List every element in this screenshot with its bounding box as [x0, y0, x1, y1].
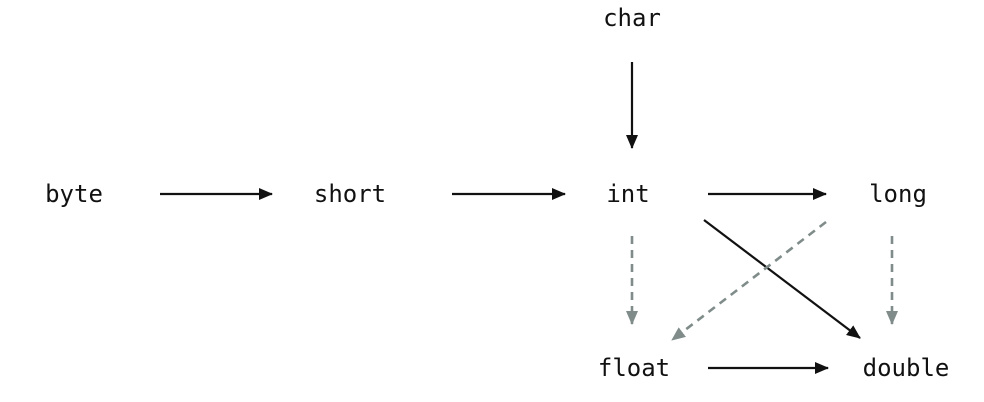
edge-long-to-float: [671, 220, 827, 342]
node-long: long: [869, 180, 927, 208]
node-int: int: [606, 180, 649, 208]
node-byte: byte: [45, 180, 103, 208]
node-float: float: [598, 354, 670, 382]
node-double: double: [863, 354, 950, 382]
edge-int-to-double: [703, 219, 861, 339]
node-char: char: [603, 4, 661, 32]
node-short: short: [314, 180, 386, 208]
